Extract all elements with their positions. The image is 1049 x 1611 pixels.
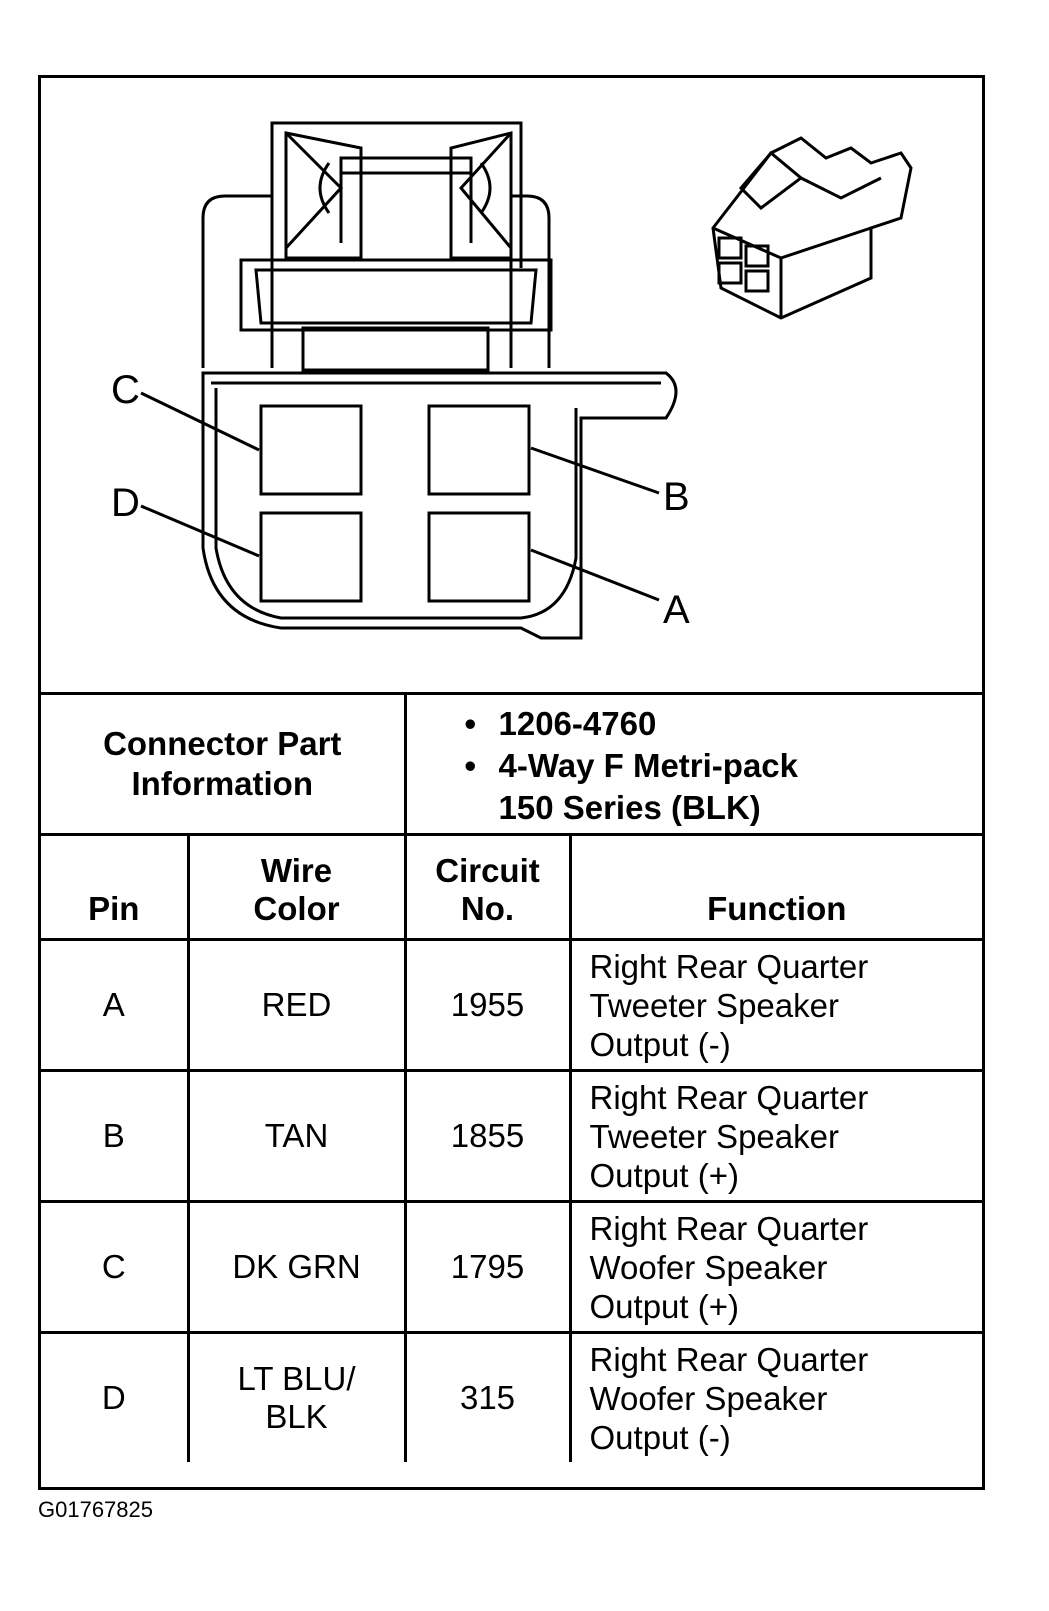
function-line1: Right Rear Quarter xyxy=(589,947,869,985)
pin-cell: A xyxy=(41,938,190,1072)
header-function: Function xyxy=(568,833,983,941)
table-row: A RED 1955 Right Rear Quarter Tweeter Sp… xyxy=(41,938,983,1072)
header-circuit-no: Circuit No. xyxy=(403,833,572,941)
function-cell: Right Rear Quarter Tweeter Speaker Outpu… xyxy=(568,1069,983,1203)
part-number: 1206-4760 xyxy=(498,705,657,742)
bullet-icon: • xyxy=(464,705,477,742)
wire-color-cell: DK GRN xyxy=(186,1200,407,1334)
connector-part-info: • 1206-4760 • 4-Way F Metri-pack 150 Ser… xyxy=(403,692,983,836)
housing-lower xyxy=(201,371,678,640)
wire-color-cell: RED xyxy=(186,938,407,1072)
wire-color-cell: TAN xyxy=(186,1069,407,1203)
pin-cavity-c xyxy=(259,404,363,496)
header-circuit-line1: Circuit xyxy=(435,852,540,889)
wire-color-cell: LT BLU/ BLK xyxy=(186,1331,407,1462)
circuit-cell: 1955 xyxy=(403,938,572,1072)
connector-part-label: Connector Part Information xyxy=(41,692,407,836)
header-wire-line2: Color xyxy=(253,890,340,927)
function-cell: Right Rear Quarter Woofer Speaker Output… xyxy=(568,1331,983,1462)
table-row: D LT BLU/ BLK 315 Right Rear Quarter Woo… xyxy=(41,1331,983,1462)
pin-cell: D xyxy=(41,1331,190,1462)
pin-cell: B xyxy=(41,1069,190,1203)
connector-iso-view xyxy=(711,136,913,320)
pin-label-b: B xyxy=(663,475,690,519)
latch xyxy=(270,121,523,368)
part-description-line2: 150 Series (BLK) xyxy=(498,789,761,826)
function-line3: Output (+) xyxy=(589,1156,739,1194)
connector-part-label-line1: Connector Part xyxy=(103,725,342,762)
leader-a xyxy=(530,548,660,602)
circuit-cell: 1855 xyxy=(403,1069,572,1203)
table-row: C DK GRN 1795 Right Rear Quarter Woofer … xyxy=(41,1200,983,1334)
function-line2: Tweeter Speaker xyxy=(589,1117,839,1155)
figure-id: G01767825 xyxy=(38,1497,153,1522)
function-line1: Right Rear Quarter xyxy=(589,1078,869,1116)
pin-label-d: D xyxy=(111,481,140,525)
connector-figure: C D B A Connector Part Information • 120… xyxy=(38,75,985,1490)
connector-table: Connector Part Information • 1206-4760 •… xyxy=(41,692,983,1462)
leader-c xyxy=(140,391,260,452)
header-pin: Pin xyxy=(41,833,190,941)
function-line3: Output (-) xyxy=(589,1025,731,1063)
circuit-cell: 315 xyxy=(403,1331,572,1462)
function-line3: Output (+) xyxy=(589,1287,739,1325)
function-line2: Woofer Speaker xyxy=(589,1248,828,1286)
pin-cavity-a xyxy=(427,511,531,603)
wire-color-line2: BLK xyxy=(265,1398,328,1435)
wire-color-line1: TAN xyxy=(264,1117,329,1154)
function-line3: Output (-) xyxy=(589,1418,731,1456)
part-number-item: • 1206-4760 xyxy=(465,703,983,745)
connector-diagram: C D B A xyxy=(41,78,982,692)
leader-b xyxy=(530,446,660,495)
connector-drawing: C D B A xyxy=(111,121,913,640)
connector-part-label-line2: Information xyxy=(131,765,313,802)
housing-upper xyxy=(201,194,274,368)
wire-color-line1: LT BLU/ xyxy=(237,1360,356,1397)
bullet-icon: • xyxy=(464,747,477,784)
header-circuit-line2: No. xyxy=(460,890,515,927)
function-line1: Right Rear Quarter xyxy=(589,1340,869,1378)
pin-label-c: C xyxy=(111,368,140,412)
function-line2: Tweeter Speaker xyxy=(589,986,839,1024)
pin-cell: C xyxy=(41,1200,190,1334)
pin-cavity-b xyxy=(427,404,531,496)
wire-color-line1: DK GRN xyxy=(232,1248,361,1285)
wire-color-line1: RED xyxy=(261,986,332,1023)
part-description-line1: 4-Way F Metri-pack xyxy=(498,747,799,784)
header-row: Pin Wire Color Circuit No. Function xyxy=(41,833,983,941)
header-wire-line1: Wire xyxy=(260,852,333,889)
pin-cavity-d xyxy=(259,511,363,603)
function-line1: Right Rear Quarter xyxy=(589,1209,869,1247)
pin-label-a: A xyxy=(663,588,690,632)
function-cell: Right Rear Quarter Tweeter Speaker Outpu… xyxy=(568,938,983,1072)
circuit-cell: 1795 xyxy=(403,1200,572,1334)
part-description-item: • 4-Way F Metri-pack 150 Series (BLK) xyxy=(465,745,983,829)
header-wire-color: Wire Color xyxy=(186,833,407,941)
table-row: B TAN 1855 Right Rear Quarter Tweeter Sp… xyxy=(41,1069,983,1203)
collar xyxy=(239,258,553,332)
function-line2: Woofer Speaker xyxy=(589,1379,828,1417)
leader-d xyxy=(140,504,260,558)
function-cell: Right Rear Quarter Woofer Speaker Output… xyxy=(568,1200,983,1334)
connector-part-row: Connector Part Information • 1206-4760 •… xyxy=(41,692,983,836)
